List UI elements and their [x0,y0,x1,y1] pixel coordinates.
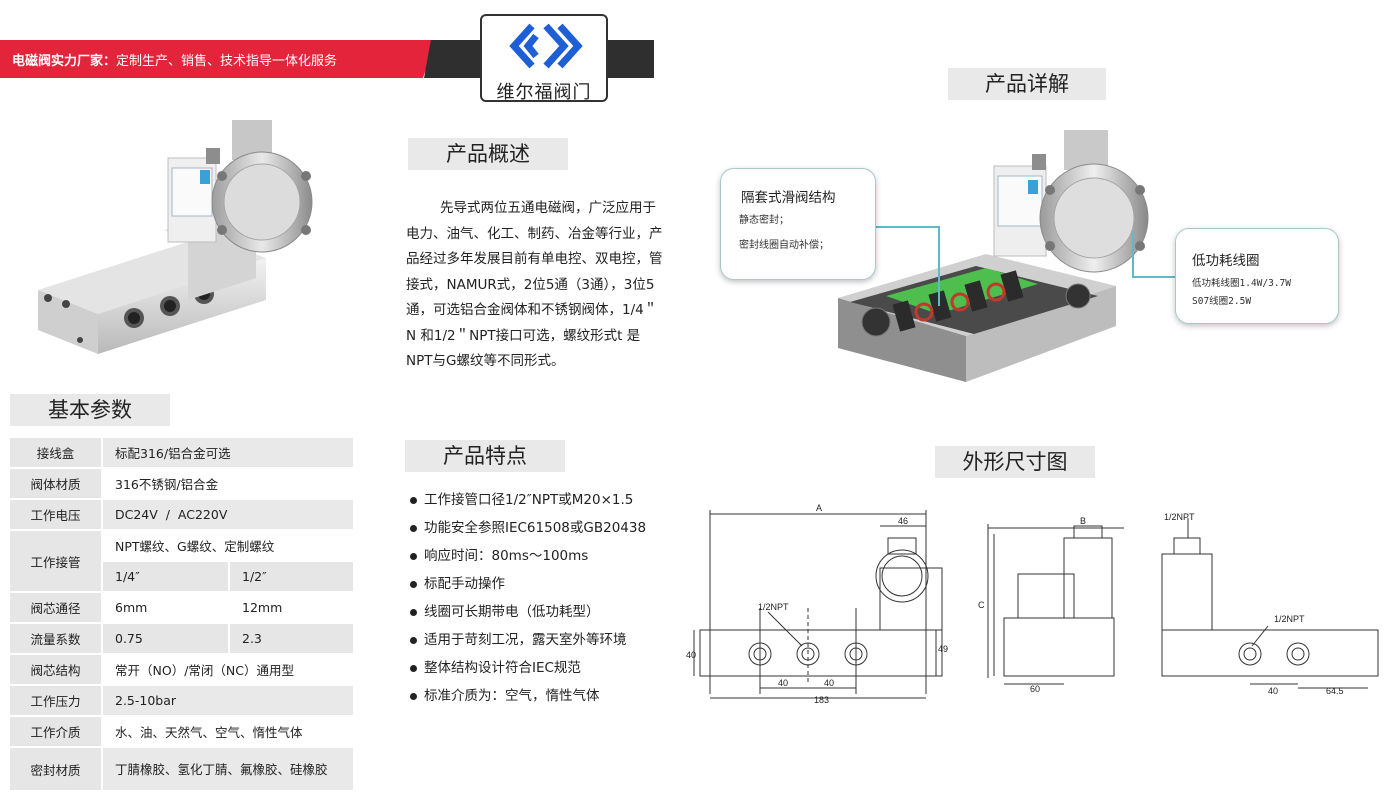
dim-label: 46 [898,516,908,526]
dim-label: 40 [778,678,788,688]
callout-line: S07线圈2.5W [1192,296,1252,307]
cutaway-photo [838,130,1149,382]
callout-low-power-coil: 低功耗线圈 低功耗线圈1.4W/3.7W S07线圈2.5W [1175,228,1339,324]
table-row: 工作介质 水、油、天然气、空气、惰性气体 [8,715,355,748]
feature-item: 标配手动操作 [408,570,678,598]
table-row: 阀芯结构 常开（NO）/常闭（NC）通用型 [8,653,355,686]
dim-label: 40 [824,678,834,688]
callout-sleeve-structure: 隔套式滑阀结构 静态密封； 密封线圈自动补偿； [720,168,876,280]
product-photo [38,120,313,354]
table-row: 工作电压 DC24V / AC220V [8,498,355,531]
table-row: 1/4″ 1/2″ [9,560,355,593]
table-row: 密封材质 丁腈橡胶、氢化丁腈、氟橡胶、硅橡胶 [8,746,355,792]
overview-text: 先导式两位五通电磁阀，广泛应用于电力、油气、化工、制药、冶金等行业，产品经过多年… [406,196,666,375]
dim-label: 40 [686,650,696,660]
dim-label: 60 [1030,684,1040,694]
feature-item: 工作接管口径1/2″NPT或M20×1.5 [408,486,678,514]
features-list: 工作接管口径1/2″NPT或M20×1.5 功能安全参照IEC61508或GB2… [408,486,678,710]
params-table: 接线盒 标配316/铝合金可选 阀体材质 316不锈钢/铝合金 工作电压 DC2… [8,436,355,792]
dimension-drawing: A 46 1/2NPT 40 49 40 40 183 B C 60 1/2NP… [686,503,1379,705]
dim-label: 183 [814,695,829,705]
dim-label: 1/2NPT [758,602,789,612]
callout-leader [872,226,940,228]
dim-label: 40 [1268,686,1278,696]
feature-item: 整体结构设计符合IEC规范 [408,654,678,682]
callout-title: 低功耗线圈 [1192,253,1260,269]
banner-text: 电磁阀实力厂家：定制生产、销售、技术指导一体化服务 [12,54,338,69]
feature-item: 响应时间：80ms～100ms [408,542,678,570]
brand-logo[interactable]: 维尔福阀门 [480,14,608,103]
table-row: 工作压力 2.5-10bar [8,684,355,717]
table-row: 阀芯通径 6mm 12mm [8,591,355,624]
callout-line: 静态密封； [739,215,789,226]
logo-text: 维尔福阀门 [496,82,592,103]
callout-title: 隔套式滑阀结构 [741,190,836,206]
feature-item: 线圈可长期带电（低功耗型） [408,598,678,626]
feature-item: 适用于苛刻工况，露天室外等环境 [408,626,678,654]
dim-label: 1/2NPT [1274,614,1305,624]
overview-paragraph: 先导式两位五通电磁阀，广泛应用于电力、油气、化工、制药、冶金等行业，产品经过多年… [406,200,663,369]
top-banner: 电磁阀实力厂家：定制生产、销售、技术指导一体化服务 [0,40,436,78]
logo-mark-icon [509,23,583,69]
dim-label: B [1080,516,1086,526]
section-dimensions: 外形尺寸图 [935,446,1095,478]
dim-label: 1/2NPT [1164,512,1195,522]
dim-label: 64.5 [1326,686,1344,696]
callout-leader [1132,276,1176,278]
section-details: 产品详解 [948,68,1106,100]
section-basic-params: 基本参数 [10,394,170,426]
dim-label: 49 [938,644,948,654]
callout-line: 密封线圈自动补偿； [739,240,829,251]
table-row: 接线盒 标配316/铝合金可选 [8,436,355,469]
callout-leader [1132,232,1134,276]
callout-leader [938,226,940,306]
table-row: 工作接管 NPT螺纹、G螺纹、定制螺纹 [8,529,355,593]
table-row: 流量系数 0.75 2.3 [8,622,355,655]
callout-line: 低功耗线圈1.4W/3.7W [1192,278,1291,289]
feature-item: 功能安全参照IEC61508或GB20438 [408,514,678,542]
feature-item: 标准介质为：空气，惰性气体 [408,682,678,710]
table-row: 阀体材质 316不锈钢/铝合金 [8,467,355,500]
section-overview: 产品概述 [408,138,568,170]
dim-label: A [816,503,822,513]
section-features: 产品特点 [405,440,565,472]
dim-label: C [978,600,985,610]
